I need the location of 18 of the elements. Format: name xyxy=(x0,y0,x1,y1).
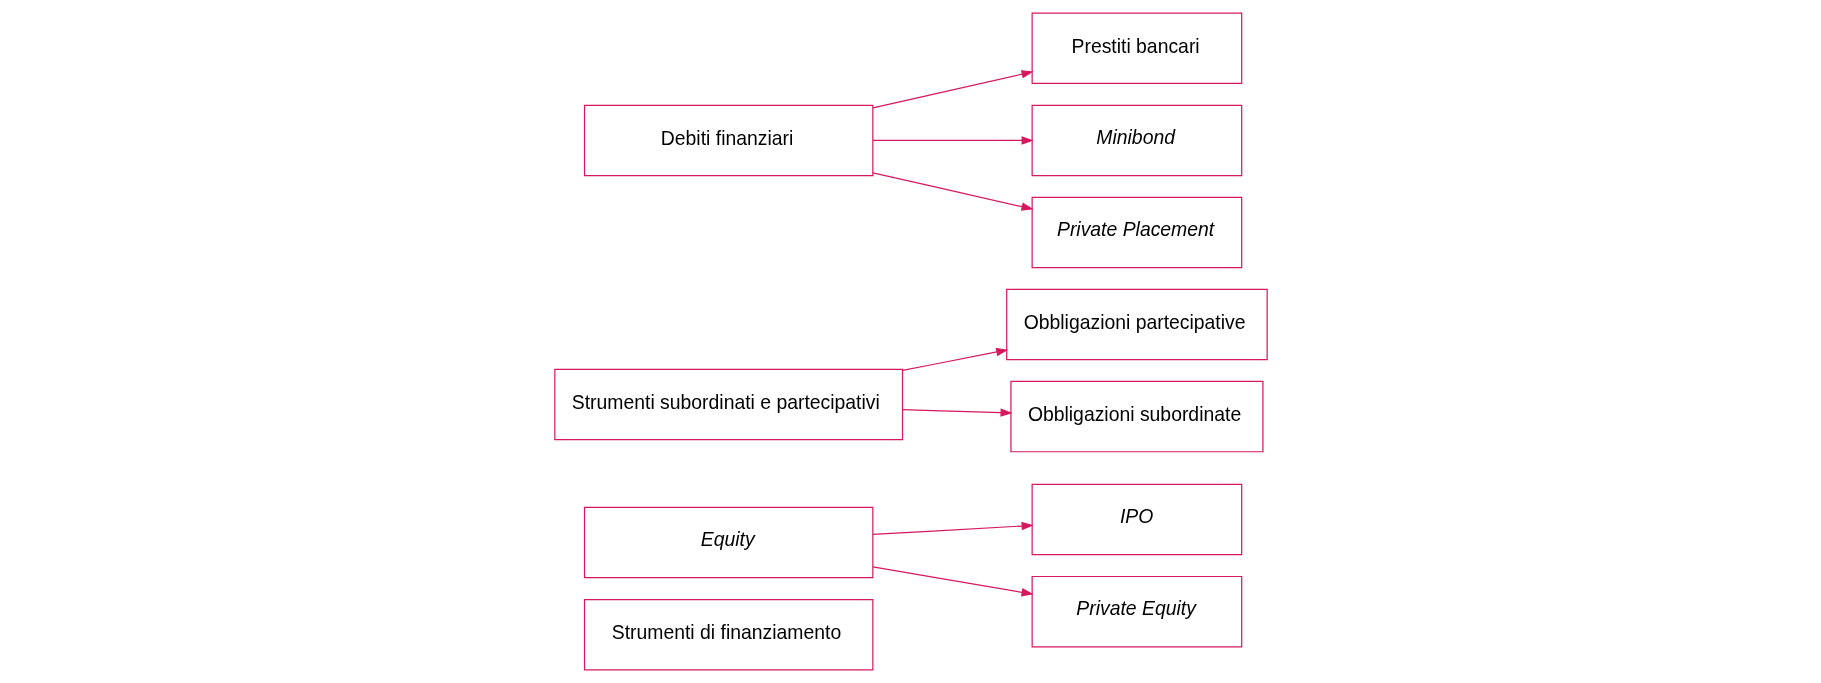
node-box: Obbligazioni subordinate xyxy=(1009,380,1263,453)
node-box: Obbligazioni partecipative xyxy=(1005,288,1268,361)
arrow xyxy=(871,70,1034,109)
node-box: Minibond xyxy=(1031,104,1242,177)
node-box: Private Placement xyxy=(1031,196,1242,269)
node-box: IPO xyxy=(1031,483,1242,556)
arrow xyxy=(901,347,1008,372)
arrow xyxy=(871,136,1034,145)
arrow xyxy=(871,566,1034,597)
node-box: Debiti finanziari xyxy=(583,104,873,177)
node-box: Strumenti subordinati e partecipativi xyxy=(553,368,903,441)
node-box: Equity xyxy=(583,506,873,579)
arrow xyxy=(871,172,1034,211)
node-box: Private Equity xyxy=(1031,575,1242,648)
arrow xyxy=(871,521,1034,536)
node-box: Strumenti di finanziamento xyxy=(583,598,873,671)
arrow xyxy=(901,408,1013,417)
node-box: Prestiti bancari xyxy=(1031,12,1242,85)
